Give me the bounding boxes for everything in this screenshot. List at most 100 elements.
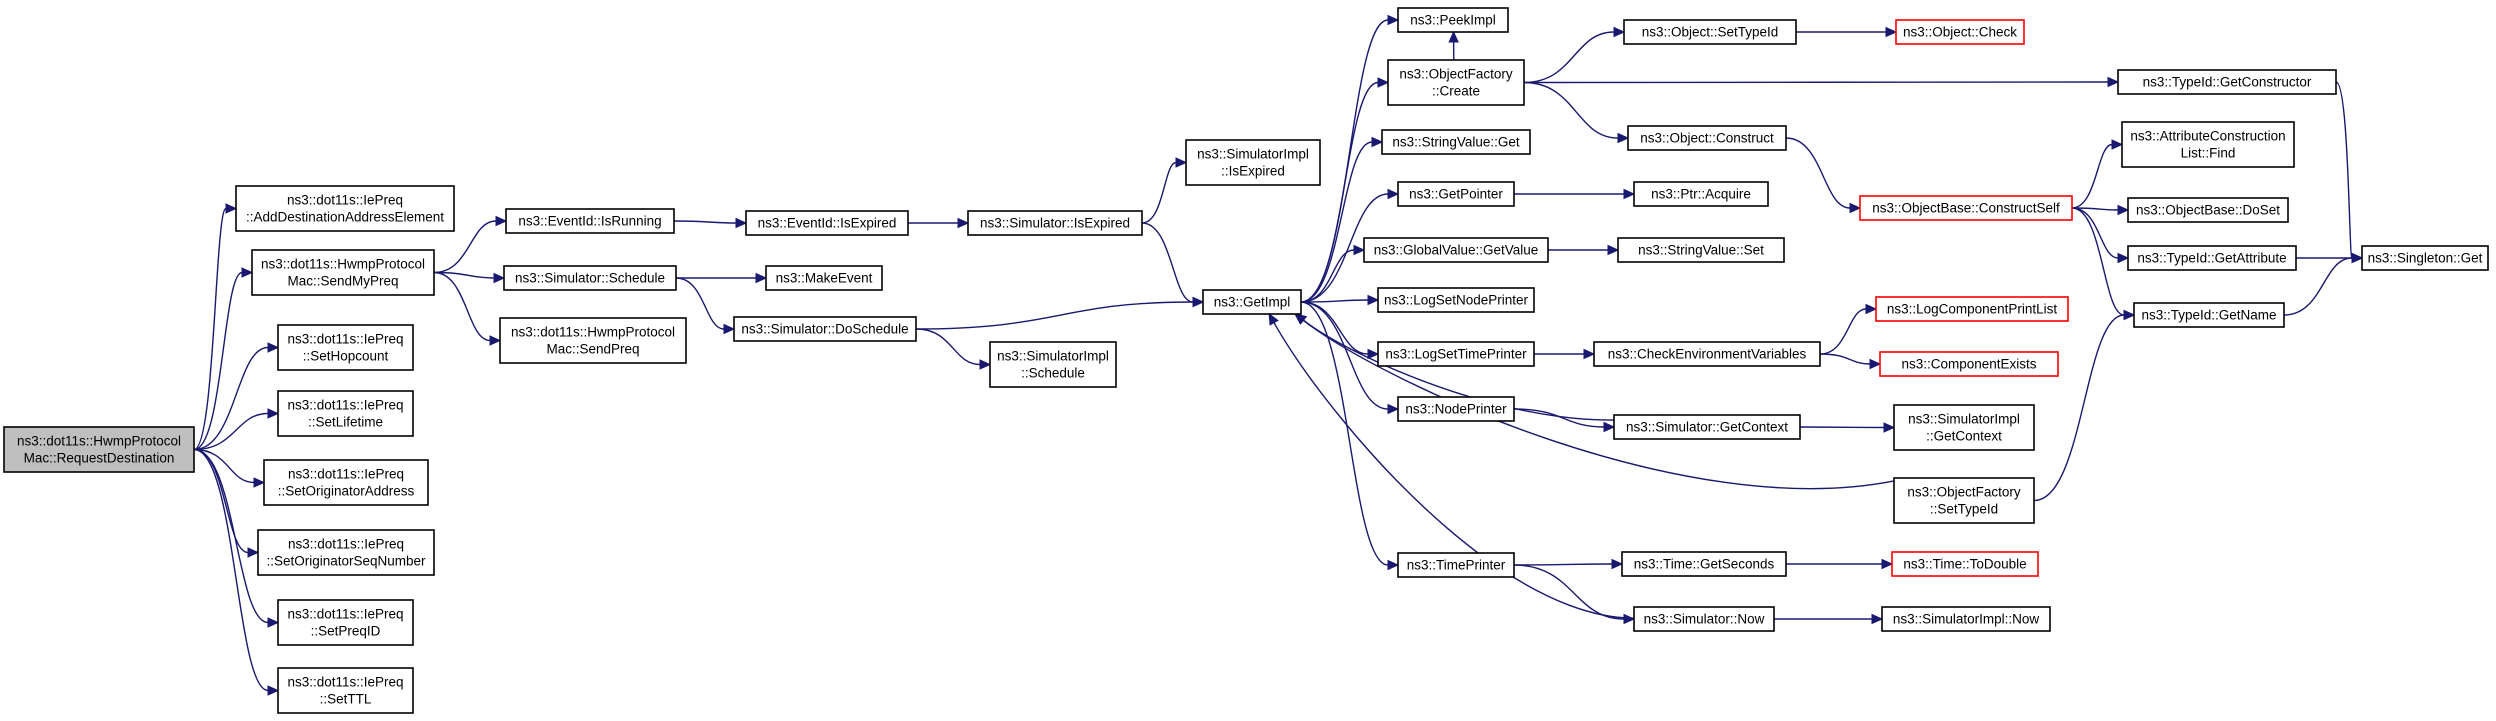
node-label: ::SetLifetime xyxy=(308,415,383,430)
node-objectCheck[interactable]: ns3::Object::Check xyxy=(1895,19,2025,45)
node-box xyxy=(277,324,414,371)
arrowhead-constructSelf-to-attrListFind xyxy=(2111,139,2124,150)
edge-simGetContext-to-implGetContext xyxy=(1799,426,1885,429)
node-checkEnvVars[interactable]: ns3::CheckEnvironmentVariables xyxy=(1593,341,1821,367)
node-timeGetSeconds[interactable]: ns3::Time::GetSeconds xyxy=(1621,551,1787,577)
edge-timePrinter-to-timeGetSeconds xyxy=(1513,563,1613,566)
node-setHopcount[interactable]: ns3::dot11s::IePreq::SetHopcount xyxy=(277,324,414,371)
edge-factoryCreate-to-getConstructor xyxy=(1523,81,2109,84)
node-setLifetime[interactable]: ns3::dot11s::IePreq::SetLifetime xyxy=(277,390,414,437)
node-box xyxy=(2127,197,2289,223)
node-getConstructor[interactable]: ns3::TypeId::GetConstructor xyxy=(2117,69,2337,95)
node-simSchedule[interactable]: ns3::Simulator::Schedule xyxy=(503,265,677,291)
arrowhead-getImpl-to-getPointer xyxy=(1387,188,1400,200)
node-getImpl[interactable]: ns3::GetImpl xyxy=(1202,289,1302,315)
node-simNow[interactable]: ns3::Simulator::Now xyxy=(1633,606,1775,632)
node-box xyxy=(1593,341,1821,367)
node-factorySetTypeId[interactable]: ns3::ObjectFactory::SetTypeId xyxy=(1893,477,2035,524)
node-label: ns3::dot11s::HwmpProtocol xyxy=(511,325,675,340)
node-timePrinter[interactable]: ns3::TimePrinter xyxy=(1397,552,1515,578)
node-root[interactable]: ns3::dot11s::HwmpProtocolMac::RequestDes… xyxy=(3,426,195,473)
arrowhead-constructSelf-to-typeIdGetAttribute xyxy=(2117,252,2130,264)
node-nodePrinter[interactable]: ns3::NodePrinter xyxy=(1397,396,1515,422)
node-ptrAcquire[interactable]: ns3::Ptr::Acquire xyxy=(1633,181,1769,207)
node-doSchedule[interactable]: ns3::Simulator::DoSchedule xyxy=(733,316,917,342)
node-label: ::SetOriginatorSeqNumber xyxy=(266,554,426,569)
node-logSetNodePrinter[interactable]: ns3::LogSetNodePrinter xyxy=(1377,287,1535,313)
node-label: ::SetHopcount xyxy=(303,349,389,364)
edge-sendMyPreq-to-eventIsRunning xyxy=(433,220,497,274)
node-simIsExpired[interactable]: ns3::Simulator::IsExpired xyxy=(967,210,1143,236)
node-box xyxy=(1891,551,2039,577)
node-box xyxy=(1881,606,2051,632)
node-box xyxy=(1363,237,1549,263)
node-setOrigSeq[interactable]: ns3::dot11s::IePreq::SetOriginatorSeqNum… xyxy=(257,529,435,576)
node-setTypeIdObj[interactable]: ns3::Object::SetTypeId xyxy=(1623,19,1797,45)
arrowhead-checkEnvVars-to-logComponentPrintList xyxy=(1865,303,1878,315)
node-box xyxy=(1633,181,1769,207)
node-logComponentPrintList[interactable]: ns3::LogComponentPrintList xyxy=(1875,296,2069,322)
node-typeIdGetName[interactable]: ns3::TypeId::GetName xyxy=(2133,302,2285,328)
node-stringValueSet[interactable]: ns3::StringValue::Set xyxy=(1617,237,1785,263)
node-simGetContext[interactable]: ns3::Simulator::GetContext xyxy=(1613,414,1801,440)
edge-getImpl-to-stringValueGet xyxy=(1300,141,1373,303)
arrowhead-root-to-sendMyPreq xyxy=(241,267,254,278)
edge-nodePrinter-to-simGetContext xyxy=(1513,408,1605,428)
node-setTTL[interactable]: ns3::dot11s::IePreq::SetTTL xyxy=(277,667,414,714)
node-eventIsRunning[interactable]: ns3::EventId::IsRunning xyxy=(505,208,675,234)
node-implSchedule[interactable]: ns3::SimulatorImpl::Schedule xyxy=(989,341,1117,388)
node-label: ns3::EventId::IsExpired xyxy=(758,216,897,231)
arrowhead-getImpl-to-factoryCreate xyxy=(1377,77,1390,88)
edge-root-to-sendMyPreq xyxy=(193,271,243,451)
node-implGetContext[interactable]: ns3::SimulatorImpl::GetContext xyxy=(1893,404,2035,451)
node-box xyxy=(3,426,195,473)
node-eventIsExpired[interactable]: ns3::EventId::IsExpired xyxy=(745,210,909,236)
node-label: ns3::MakeEvent xyxy=(776,271,873,286)
edge-root-to-setOrigAddr xyxy=(193,448,255,484)
node-implNow[interactable]: ns3::SimulatorImpl::Now xyxy=(1881,606,2051,632)
node-label: ns3::Simulator::IsExpired xyxy=(980,216,1130,231)
node-label: ::Create xyxy=(1432,84,1480,99)
node-box xyxy=(2133,302,2285,328)
arrowhead-eventIsRunning-to-eventIsExpired xyxy=(735,217,748,229)
node-objectBaseDoSet[interactable]: ns3::ObjectBase::DoSet xyxy=(2127,197,2289,223)
node-singletonGet[interactable]: ns3::Singleton::Get xyxy=(2361,245,2489,271)
node-setPreqID[interactable]: ns3::dot11s::IePreq::SetPreqID xyxy=(277,599,414,646)
node-makeEvent[interactable]: ns3::MakeEvent xyxy=(765,265,883,291)
node-implIsExpired[interactable]: ns3::SimulatorImpl::IsExpired xyxy=(1185,139,1321,186)
node-label: ns3::dot11s::HwmpProtocol xyxy=(17,434,181,449)
node-box xyxy=(1397,7,1509,33)
node-box xyxy=(1627,125,1787,151)
node-label: ns3::Simulator::Now xyxy=(1644,612,1765,627)
node-label: ::Schedule xyxy=(1021,366,1085,381)
node-label: ns3::ObjectFactory xyxy=(1907,485,2021,500)
arrowhead-getImpl-to-globalValueGet xyxy=(1353,244,1366,256)
node-timeToDouble[interactable]: ns3::Time::ToDouble xyxy=(1891,551,2039,577)
node-typeIdGetAttribute[interactable]: ns3::TypeId::GetAttribute xyxy=(2127,245,2297,271)
node-constructSelf[interactable]: ns3::ObjectBase::ConstructSelf xyxy=(1859,195,2073,221)
node-objectConstruct[interactable]: ns3::Object::Construct xyxy=(1627,125,1787,151)
arrowhead-factoryCreate-to-getConstructor xyxy=(2107,76,2120,88)
node-label: ns3::ObjectBase::DoSet xyxy=(2136,203,2280,218)
node-label: ns3::GetImpl xyxy=(1214,295,1291,310)
node-componentExists[interactable]: ns3::ComponentExists xyxy=(1879,351,2059,377)
node-box xyxy=(1893,477,2035,524)
node-getPointer[interactable]: ns3::GetPointer xyxy=(1397,181,1515,207)
node-peekImpl[interactable]: ns3::PeekImpl xyxy=(1397,7,1509,33)
arrowhead-simSchedule-to-doSchedule xyxy=(723,323,736,335)
node-label: ::IsExpired xyxy=(1221,164,1285,179)
node-addDest[interactable]: ns3::dot11s::IePreq::AddDestinationAddre… xyxy=(235,185,455,232)
node-box xyxy=(967,210,1143,236)
node-box xyxy=(277,599,414,646)
node-globalValueGet[interactable]: ns3::GlobalValue::GetValue xyxy=(1363,237,1549,263)
node-setOrigAddr[interactable]: ns3::dot11s::IePreq::SetOriginatorAddres… xyxy=(263,459,429,506)
arrowhead-simNow-to-getImpl xyxy=(1268,312,1279,326)
arrowhead-sendMyPreq-to-sendPreq xyxy=(489,335,502,346)
edge-layer xyxy=(193,14,2364,696)
node-logSetTimePrinter[interactable]: ns3::LogSetTimePrinter xyxy=(1377,341,1535,367)
node-factoryCreate[interactable]: ns3::ObjectFactory::Create xyxy=(1387,59,1525,106)
node-stringValueGet[interactable]: ns3::StringValue::Get xyxy=(1381,129,1531,155)
